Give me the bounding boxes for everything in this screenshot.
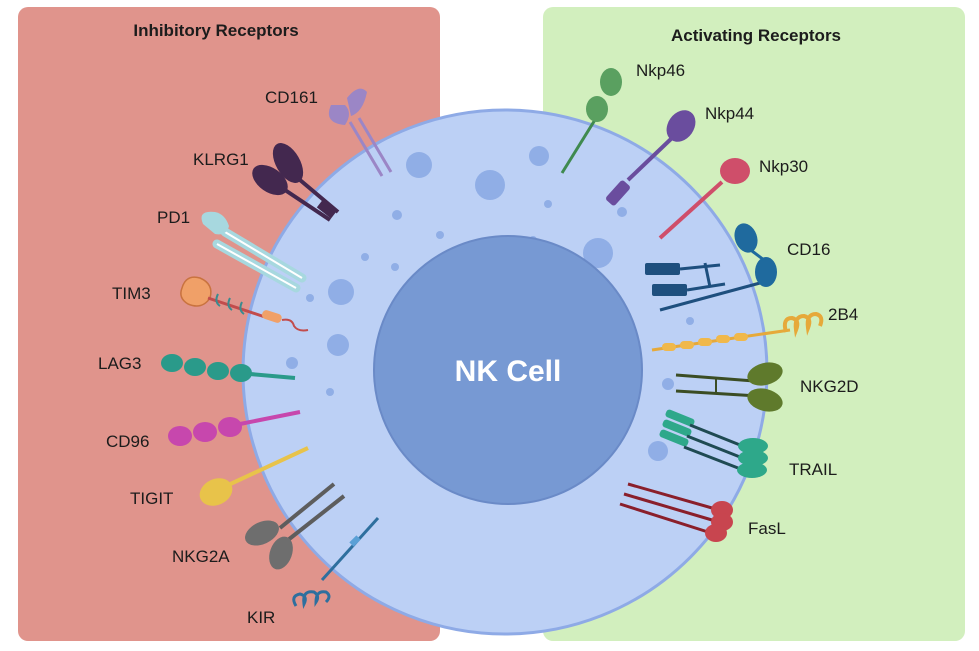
receptor-nkp46: Nkp46	[560, 61, 685, 174]
cell-title: NK Cell	[455, 355, 562, 388]
label-kir: KIR	[247, 608, 275, 627]
nk-cell: NK Cell	[241, 108, 769, 636]
nucleus	[373, 235, 643, 505]
label-fasl: FasL	[748, 519, 786, 538]
receptor-nkp44: Nkp44	[606, 104, 754, 206]
receptor-lag3: LAG3	[98, 354, 296, 382]
label-2b4: 2B4	[828, 305, 858, 324]
label-nkp44: Nkp44	[705, 104, 754, 123]
receptor-kir: KIR	[247, 516, 380, 627]
label-klrg1: KLRG1	[193, 150, 249, 169]
label-nkg2a: NKG2A	[172, 547, 230, 566]
receptor-cd16: CD16	[645, 223, 830, 312]
activating-panel-title: Activating Receptors	[671, 26, 841, 45]
label-nkg2d: NKG2D	[800, 377, 859, 396]
label-tim3: TIM3	[112, 284, 151, 303]
label-tigit: TIGIT	[130, 489, 173, 508]
inhibitory-panel-title: Inhibitory Receptors	[133, 21, 298, 40]
receptor-trail: TRAIL	[659, 409, 837, 479]
label-cd16: CD16	[787, 240, 830, 259]
receptor-nkg2d: NKG2D	[675, 362, 859, 412]
receptor-cd161: CD161	[265, 88, 393, 177]
receptor-2b4: 2B4	[651, 305, 858, 352]
receptor-cd96: CD96	[106, 410, 301, 451]
receptor-pd1: PD1	[157, 208, 307, 293]
label-lag3: LAG3	[98, 354, 141, 373]
label-trail: TRAIL	[789, 460, 837, 479]
cell-vesicles	[286, 146, 694, 461]
receptor-klrg1: KLRG1	[193, 143, 340, 222]
receptor-nkg2a: NKG2A	[172, 482, 346, 570]
receptor-fasl: FasL	[619, 482, 786, 542]
label-cd161: CD161	[265, 88, 318, 107]
label-nkp30: Nkp30	[759, 157, 808, 176]
receptor-tim3: TIM3	[112, 276, 309, 332]
receptor-tigit: TIGIT	[130, 446, 309, 508]
label-pd1: PD1	[157, 208, 190, 227]
receptor-nkp30: Nkp30	[658, 157, 808, 240]
label-nkp46: Nkp46	[636, 61, 685, 80]
label-cd96: CD96	[106, 432, 149, 451]
